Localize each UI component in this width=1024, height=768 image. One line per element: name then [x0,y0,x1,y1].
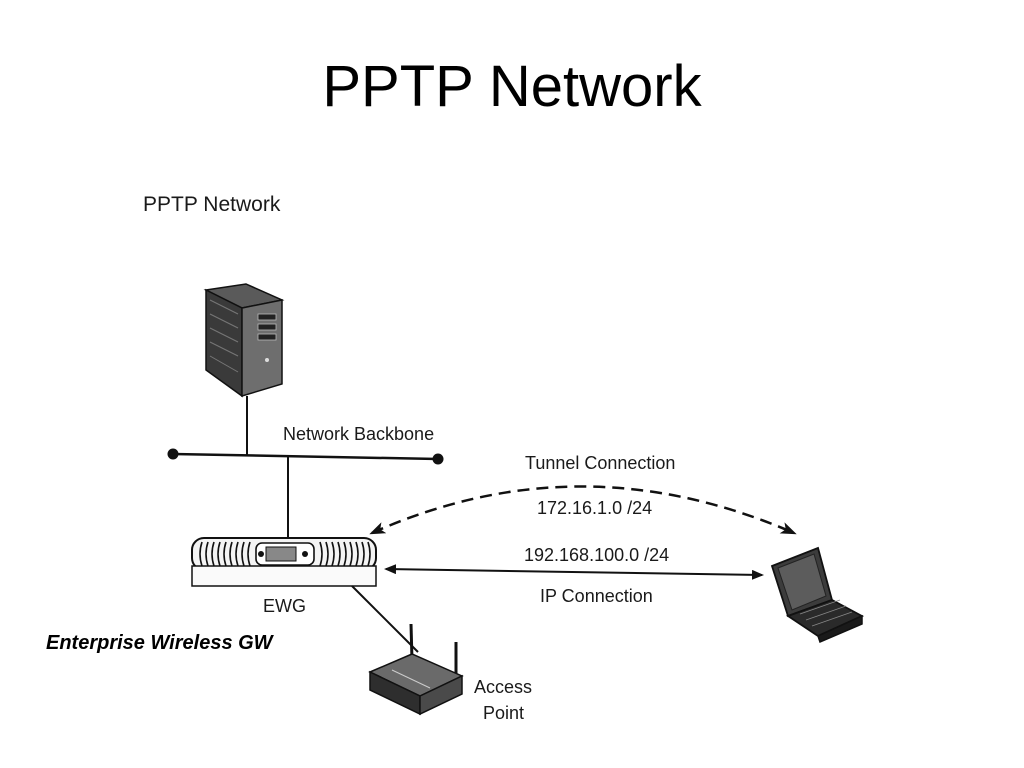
server-icon [203,283,285,398]
access-point-label-line1: Access [474,677,532,697]
tunnel-subnet: 172.16.1.0 /24 [537,498,652,518]
ip-subnet: 192.168.100.0 /24 [524,545,669,565]
access-point-icon [368,623,464,716]
diagram-subtitle: PPTP Network [143,193,281,216]
network-backbone [167,448,444,465]
ewg-device-icon [191,537,377,587]
backbone-label: Network Backbone [283,424,434,444]
ap-link [351,585,419,653]
tunnel-label: Tunnel Connection [525,453,675,473]
laptop-icon [770,546,865,644]
ip-connection-arrow [384,564,764,580]
enterprise-wireless-gw-caption: Enterprise Wireless GW [46,632,273,654]
slide-title: PPTP Network [322,54,702,119]
ip-label: IP Connection [540,586,653,606]
tunnel-connection-arrow [369,485,797,535]
ewg-label: EWG [263,596,306,616]
access-point-label-line2: Point [483,703,524,723]
